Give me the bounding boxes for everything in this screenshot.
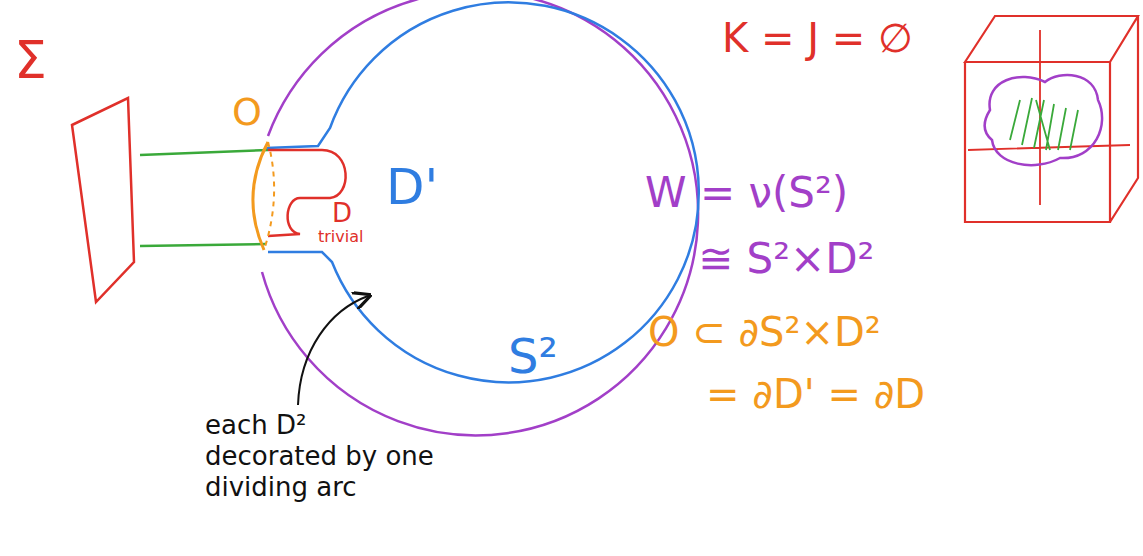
boundary-curve xyxy=(253,142,268,250)
boundary-curve-hidden xyxy=(264,142,274,250)
disk-name: D' xyxy=(386,160,438,215)
equation: W = ν(S²) xyxy=(645,170,848,216)
sphere-outline xyxy=(262,0,698,435)
equation: K = J = ∅ xyxy=(722,16,913,60)
note: each D² decorated by one dividing arc xyxy=(205,410,440,504)
box-sketch xyxy=(965,16,1138,222)
equation: ≅ S²×D² xyxy=(698,236,874,282)
disk-outline xyxy=(266,2,699,382)
leader-arrow xyxy=(298,296,368,405)
surface-sheet xyxy=(72,98,134,302)
equation: = ∂D' = ∂D xyxy=(706,372,925,416)
annotation: trivial xyxy=(318,228,363,246)
surface-name: Σ xyxy=(14,32,47,89)
disk-name: D xyxy=(332,199,352,228)
sphere-name: S² xyxy=(508,330,558,383)
strip-edge xyxy=(140,150,268,246)
curve-name: O xyxy=(232,92,262,134)
equation: O ⊂ ∂S²×D² xyxy=(648,310,881,354)
